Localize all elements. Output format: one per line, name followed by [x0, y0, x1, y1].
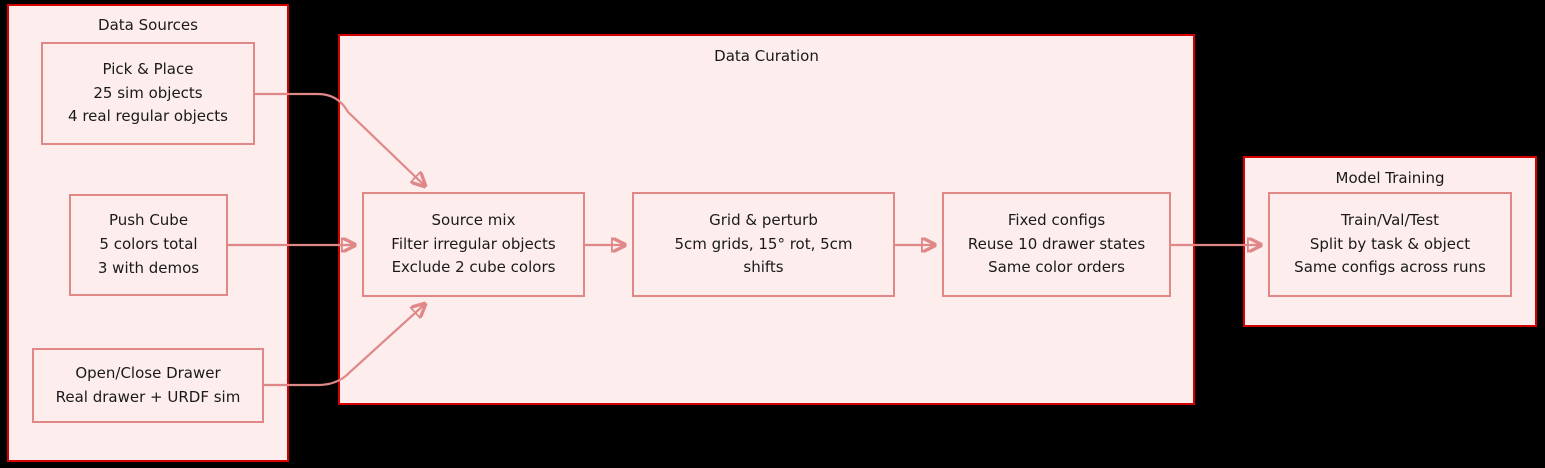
node-push-cube-line-1: Push Cube — [108, 211, 189, 230]
node-train-val-test-line-1: Train/Val/Test — [1340, 210, 1440, 229]
node-pick-and-place-line-1: Pick & Place — [102, 59, 194, 78]
node-push-cube-line-2: 5 colors total — [99, 235, 198, 254]
node-grid-and-perturb-line-3: shifts — [743, 258, 784, 277]
node-fixed-configs-line-3: Same color orders — [988, 258, 1125, 277]
node-train-val-test-line-3: Same configs across runs — [1294, 258, 1486, 277]
node-source-mix-line-3: Exclude 2 cube colors — [391, 258, 556, 277]
node-source-mix-line-1: Source mix — [431, 210, 516, 229]
node-train-val-test-line-2: Split by task & object — [1309, 234, 1471, 253]
node-pick-and-place-line-2: 25 sim objects — [93, 83, 203, 102]
node-open-close-drawer-line-2: Real drawer + URDF sim — [55, 387, 241, 406]
node-fixed-configs-line-1: Fixed configs — [1007, 210, 1106, 229]
cluster-title-data-curation: Data Curation — [714, 47, 819, 65]
node-source-mix-line-2: Filter irregular objects — [391, 234, 556, 253]
node-source-mix[interactable]: Source mix Filter irregular objects Excl… — [362, 192, 585, 297]
node-grid-and-perturb-line-1: Grid & perturb — [709, 210, 818, 229]
node-grid-and-perturb-line-2: 5cm grids, 15° rot, 5cm — [674, 234, 853, 253]
node-push-cube[interactable]: Push Cube 5 colors total 3 with demos — [69, 194, 228, 296]
node-fixed-configs[interactable]: Fixed configs Reuse 10 drawer states Sam… — [942, 192, 1171, 297]
node-grid-and-perturb[interactable]: Grid & perturb 5cm grids, 15° rot, 5cm s… — [632, 192, 895, 297]
cluster-title-data-sources: Data Sources — [98, 16, 198, 34]
node-open-close-drawer[interactable]: Open/Close Drawer Real drawer + URDF sim — [32, 348, 264, 423]
node-pick-and-place[interactable]: Pick & Place 25 sim objects 4 real regul… — [41, 42, 255, 145]
node-fixed-configs-line-2: Reuse 10 drawer states — [967, 234, 1146, 253]
node-push-cube-line-3: 3 with demos — [97, 258, 200, 277]
cluster-title-model-training: Model Training — [1335, 169, 1445, 187]
node-open-close-drawer-line-1: Open/Close Drawer — [75, 363, 221, 382]
node-train-val-test[interactable]: Train/Val/Test Split by task & object Sa… — [1268, 192, 1512, 297]
node-pick-and-place-line-3: 4 real regular objects — [68, 107, 228, 126]
